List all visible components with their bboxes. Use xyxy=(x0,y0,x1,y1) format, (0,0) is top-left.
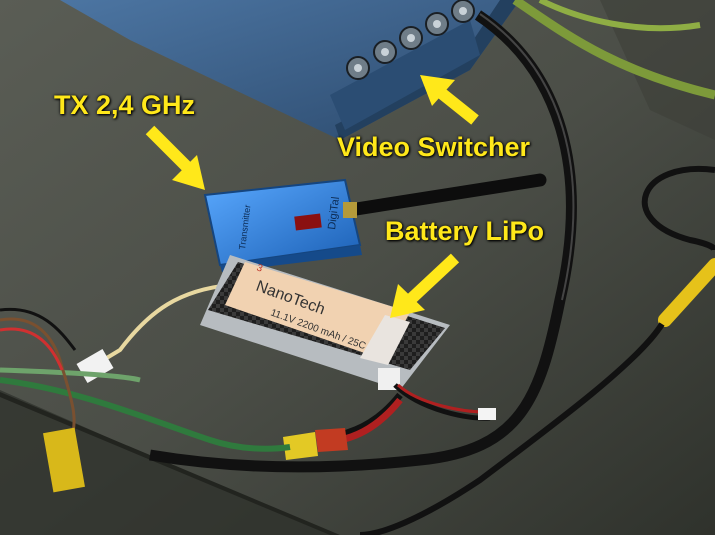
arrow-battery xyxy=(390,253,460,318)
balance-lead xyxy=(93,283,231,367)
black-cable-main xyxy=(149,10,577,473)
video-switcher-device xyxy=(60,0,520,140)
green-wire xyxy=(0,377,291,452)
arrow-video-switcher xyxy=(420,75,479,125)
transmitter-brand: DigiTal xyxy=(326,196,342,230)
battery-lipo: NanoTech 11.1V 2200 mAh / 25C 3 xyxy=(200,255,450,390)
deans-connector xyxy=(283,428,348,460)
antenna xyxy=(343,173,547,217)
green-cable-top xyxy=(512,0,715,100)
annotation-battery: Battery LiPo xyxy=(385,216,545,246)
rca-plug xyxy=(359,258,715,535)
servo-wires xyxy=(0,317,76,441)
floor-shadow-right xyxy=(600,0,715,140)
black-cable-coil xyxy=(641,165,715,252)
battery-cells: 3 xyxy=(255,262,264,274)
arrow-tx xyxy=(145,125,205,190)
annotation-tx: TX 2,4 GHz xyxy=(54,90,196,120)
yellow-tag xyxy=(43,427,85,493)
annotation-video-switcher: Video Switcher xyxy=(337,132,531,162)
